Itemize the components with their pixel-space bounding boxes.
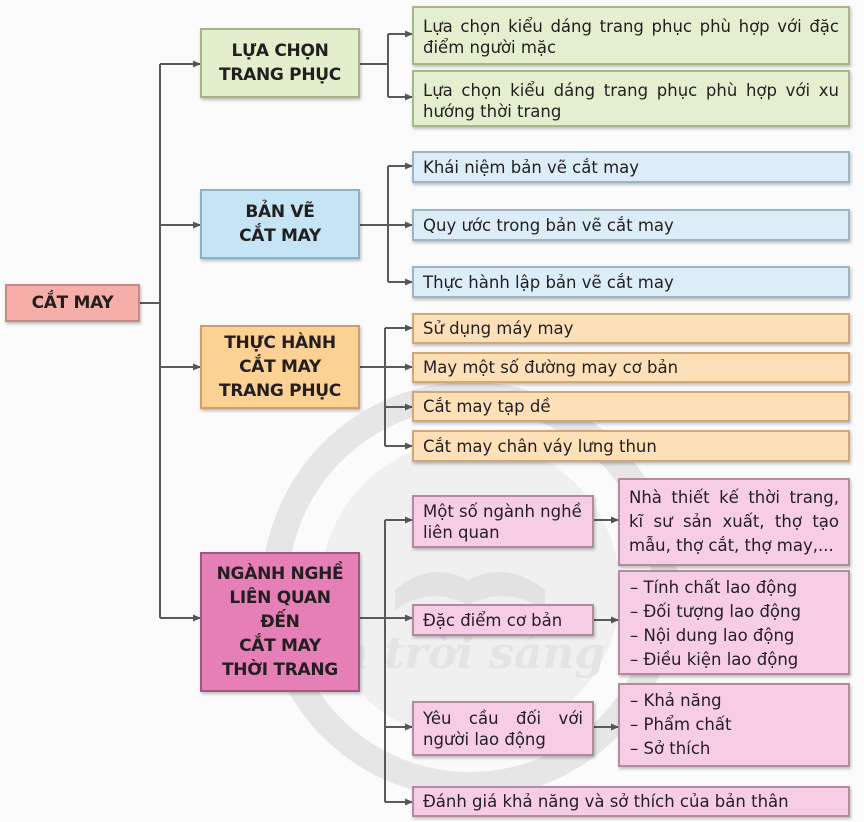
leaf-item: Một số ngành nghề liên quan xyxy=(412,495,594,548)
leaf-item: Đánh giá khả năng và sở thích của bản th… xyxy=(412,786,850,817)
root-node: CẮT MAY xyxy=(5,284,140,322)
leaf-item: Khái niệm bản vẽ cắt may xyxy=(412,151,850,183)
leaf-item: Sử dụng máy may xyxy=(412,313,850,344)
detail-line: – Khả năng xyxy=(630,691,722,710)
detail-line: – Tính chất lao động xyxy=(630,578,798,597)
leaf-item: Thực hành lập bản vẽ cắt may xyxy=(412,266,850,298)
detail-dac-diem: – Tính chất lao động – Đối tượng lao độn… xyxy=(618,570,850,675)
leaf-item: Lựa chọn kiểu dáng trang phục phù hợp vớ… xyxy=(412,6,850,65)
branch-label: BẢN VẼ CẮT MAY xyxy=(239,202,321,246)
leaf-item: Yêu cầu đối với người lao động xyxy=(412,701,594,756)
detail-yeu-cau: – Khả năng – Phẩm chất – Sở thích xyxy=(618,683,850,767)
branch-ban-ve-cat-may: BẢN VẼ CẮT MAY xyxy=(200,189,360,259)
leaf-item: Lựa chọn kiểu dáng trang phục phù hợp vớ… xyxy=(412,70,850,127)
leaf-item: Cắt may chân váy lưng thun xyxy=(412,430,850,462)
detail-nganh-nghe: Nhà thiết kế thời trang, kĩ sư sản xuất,… xyxy=(618,478,850,566)
branch-label: NGÀNH NGHỀ LIÊN QUAN ĐẾN CẮT MAY THỜI TR… xyxy=(216,564,344,680)
branch-label: LỰA CHỌN TRANG PHỤC xyxy=(219,41,341,85)
branch-thuc-hanh-cat-may: THỰC HÀNH CẮT MAY TRANG PHỤC xyxy=(200,325,360,409)
leaf-item: Quy ước trong bản vẽ cắt may xyxy=(412,209,850,241)
detail-line: – Nội dung lao động xyxy=(630,626,795,645)
root-label: CẮT MAY xyxy=(31,293,114,313)
leaf-item: Cắt may tạp dề xyxy=(412,391,850,422)
detail-line: – Điều kiện lao động xyxy=(630,650,799,669)
branch-nganh-nghe: NGÀNH NGHỀ LIÊN QUAN ĐẾN CẮT MAY THỜI TR… xyxy=(200,552,360,692)
branch-label: THỰC HÀNH CẮT MAY TRANG PHỤC xyxy=(219,333,341,401)
detail-line: – Sở thích xyxy=(630,739,711,758)
detail-line: – Phẩm chất xyxy=(630,715,732,734)
leaf-item: May một số đường may cơ bản xyxy=(412,352,850,383)
branch-lua-chon-trang-phuc: LỰA CHỌN TRANG PHỤC xyxy=(200,28,360,98)
detail-line: – Đối tượng lao động xyxy=(630,602,801,621)
leaf-item: Đặc điểm cơ bản xyxy=(412,604,594,636)
